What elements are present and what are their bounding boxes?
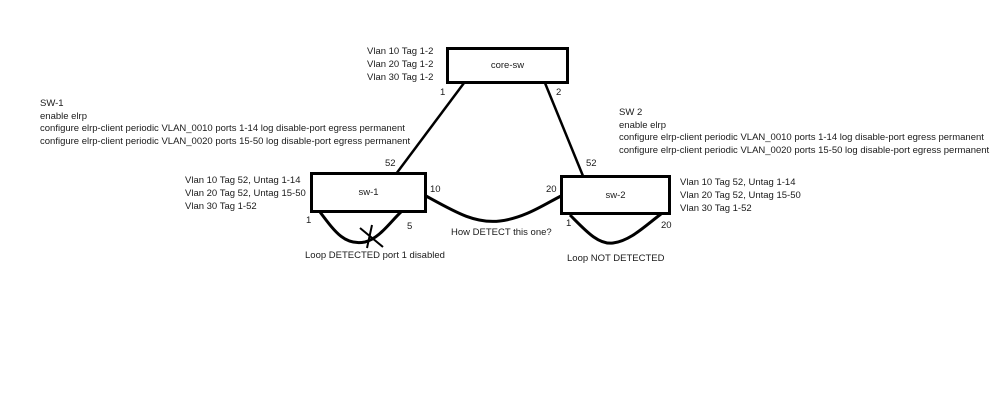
link-core-sw2: [543, 82, 585, 177]
port-label-sw1-52: 52: [385, 158, 396, 169]
link-core-sw1: [394, 82, 466, 175]
loop-blocked-x-mark-b: [366, 224, 373, 249]
port-label-sw2-1: 1: [566, 218, 572, 229]
sw-2-vlan-line: Vlan 10 Tag 52, Untag 1-14: [680, 177, 796, 188]
sw-1-vlan-line: Vlan 30 Tag 1-52: [185, 201, 257, 212]
port-label-sw2-52: 52: [586, 158, 597, 169]
sw-1-vlan-line: Vlan 20 Tag 52, Untag 15-50: [185, 188, 306, 199]
sw-1-config: SW-1 enable elrp configure elrp-client p…: [40, 98, 410, 148]
core-sw-vlan-line: Vlan 20 Tag 1-2: [367, 59, 434, 70]
loop-sw2: [568, 212, 662, 245]
sw-2-vlan-line: Vlan 20 Tag 52, Untag 15-50: [680, 190, 801, 201]
core-sw-vlan-line: Vlan 30 Tag 1-2: [367, 72, 434, 83]
sw-2-config: SW 2 enable elrp configure elrp-client p…: [619, 107, 989, 157]
sw-2-config-line: configure elrp-client periodic VLAN_0010…: [619, 132, 984, 143]
sw-1-config-line: configure elrp-client periodic VLAN_0010…: [40, 123, 405, 134]
sw-1-label: sw-1: [358, 187, 379, 198]
sw-1-config-line: enable elrp: [40, 110, 88, 122]
port-label-sw1-5: 5: [407, 221, 413, 232]
port-label-sw1-1: 1: [306, 215, 312, 226]
sw-2-config-title: SW 2: [619, 107, 643, 118]
sw-1-config-title: SW-1: [40, 98, 64, 109]
sw-2-node[interactable]: sw-2: [560, 175, 671, 215]
sw-1-config-line: configure elrp-client periodic VLAN_0020…: [40, 135, 411, 147]
port-label-sw1-10: 10: [430, 184, 441, 195]
sw-1-vlans: Vlan 10 Tag 52, Untag 1-14 Vlan 20 Tag 5…: [185, 174, 306, 213]
port-label-sw2-20: 20: [546, 184, 557, 195]
port-label-core-2: 2: [556, 87, 562, 98]
sw-2-label: sw-2: [605, 189, 626, 201]
sw-1-node[interactable]: sw-1: [310, 172, 427, 213]
sw-2-config-line: enable elrp: [619, 119, 667, 131]
annotation-sw2-loop: Loop NOT DETECTED: [567, 253, 665, 264]
link-sw1-sw2: [425, 194, 562, 223]
loop-blocked-x-mark-a: [359, 227, 384, 248]
port-label-sw2-20b: 20: [661, 220, 672, 231]
core-sw-node[interactable]: core-sw: [446, 47, 569, 84]
sw-2-vlans: Vlan 10 Tag 52, Untag 1-14 Vlan 20 Tag 5…: [680, 176, 801, 215]
annotation-inter-switch: How DETECT this one?: [451, 227, 552, 238]
core-sw-vlans: Vlan 10 Tag 1-2 Vlan 20 Tag 1-2 Vlan 30 …: [367, 45, 433, 84]
annotation-sw1-loop: Loop DETECTED port 1 disabled: [305, 250, 445, 261]
port-label-core-1: 1: [440, 87, 446, 98]
core-sw-vlan-line: Vlan 10 Tag 1-2: [367, 46, 434, 57]
sw-2-config-line: configure elrp-client periodic VLAN_0020…: [619, 144, 990, 156]
loop-sw1: [318, 209, 404, 245]
sw-1-vlan-line: Vlan 10 Tag 52, Untag 1-14: [185, 175, 301, 186]
sw-2-vlan-line: Vlan 30 Tag 1-52: [680, 203, 752, 214]
core-sw-label: core-sw: [490, 60, 525, 71]
